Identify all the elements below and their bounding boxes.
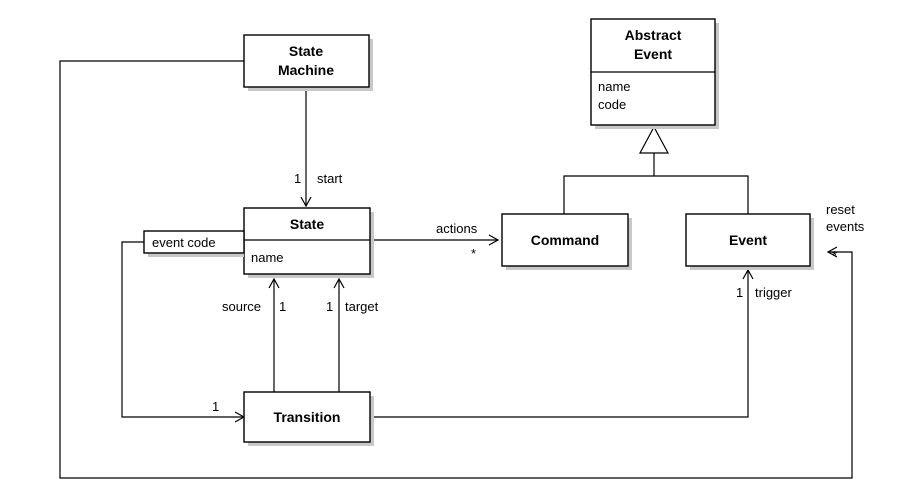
trigger-association-line [370, 268, 754, 418]
reset-role-label-line1: reset [826, 202, 855, 217]
state-machine-title-line2: Machine [278, 62, 334, 78]
abstract-event-attr-name: name [598, 79, 631, 94]
transition-title: Transition [274, 409, 341, 425]
abstract-event-title-line1: Abstract [625, 27, 682, 43]
class-state[interactable]: State name [243, 207, 374, 278]
generalization-triangle-icon [638, 125, 670, 154]
abstract-event-attr-code: code [598, 97, 626, 112]
command-title: Command [531, 232, 599, 248]
start-multiplicity-label: 1 [294, 171, 301, 186]
trigger-multiplicity-label: 1 [736, 285, 743, 300]
target-multiplicity-label: 1 [326, 299, 333, 314]
state-attr-name: name [251, 250, 284, 265]
target-role-label: target [345, 299, 379, 314]
actions-multiplicity-label: * [471, 246, 476, 261]
event-title: Event [729, 232, 767, 248]
source-multiplicity-label: 1 [279, 299, 286, 314]
transition-multiplicity-label: 1 [212, 399, 219, 414]
event-code-qualified-association-line [121, 241, 246, 423]
event-code-qualifier-label: event code [152, 235, 216, 250]
class-transition[interactable]: Transition [243, 391, 374, 446]
reset-role-label-line2: events [826, 219, 865, 234]
class-command[interactable]: Command [501, 213, 632, 270]
state-title: State [290, 216, 324, 232]
class-event[interactable]: Event [685, 213, 814, 270]
reset-events-association-line [59, 60, 853, 479]
source-role-label: source [222, 299, 261, 314]
trigger-role-label: trigger [755, 285, 793, 300]
class-state-machine[interactable]: State Machine [243, 34, 373, 91]
state-machine-title-line1: State [289, 43, 323, 59]
class-abstract-event[interactable]: Abstract Event name code [590, 18, 719, 129]
actions-role-label: actions [436, 221, 478, 236]
generalization-tree-line [563, 175, 749, 214]
event-code-qualifier[interactable]: event code [143, 230, 245, 257]
start-role-label: start [317, 171, 343, 186]
reset-multiplicity-label: * [832, 248, 837, 263]
abstract-event-title-line2: Event [634, 46, 672, 62]
